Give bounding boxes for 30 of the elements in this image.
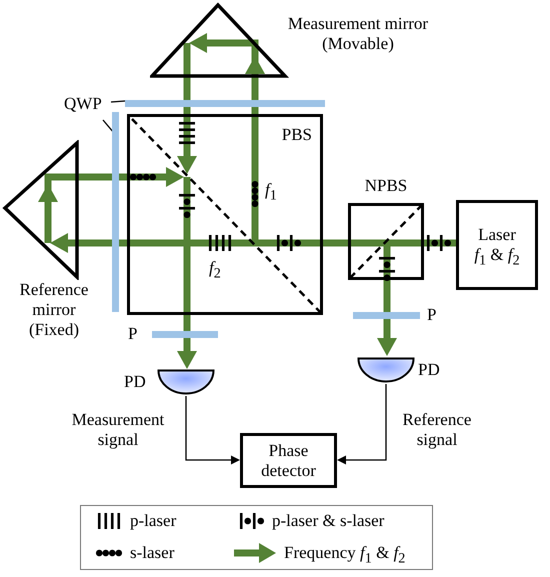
detector-box	[240, 433, 337, 488]
signal-arrow	[185, 396, 240, 464]
beam-arrow	[377, 319, 397, 356]
component-label: NPBS	[364, 176, 408, 196]
signal-arrow	[337, 384, 387, 464]
component-label: Measurement mirror (Movable)	[286, 14, 430, 54]
beam-arrow	[177, 338, 197, 369]
edge-label: Reference signal	[402, 410, 472, 450]
beam-arrow	[50, 233, 323, 253]
component-label: PD	[418, 360, 440, 380]
component-label: P	[128, 324, 138, 344]
component-label: QWP	[64, 94, 102, 114]
beam-arrow	[177, 43, 197, 174]
edge-label: Measurement signal	[70, 410, 166, 450]
component-label: PBS	[282, 125, 312, 145]
beam-label: f$_{2}$	[209, 258, 221, 284]
component-label: Reference mirror (Fixed)	[18, 280, 90, 340]
leader-line	[102, 120, 114, 134]
legend-label: Frequency f$_{1}$ & f$_{2}$	[284, 543, 406, 568]
box-label: Laser f$_{1}$ & f$_{2}$	[473, 225, 521, 270]
component-label: P	[427, 305, 436, 325]
legend-label: p-laser	[130, 511, 176, 531]
beam-label: f$_{1}$	[265, 180, 277, 206]
legend-label: s-laser	[130, 543, 174, 563]
box-label: Phase detector	[260, 441, 317, 481]
beam-arrow	[38, 167, 184, 243]
component-label: PD	[124, 372, 146, 392]
legend-label: p-laser & s-laser	[272, 511, 384, 531]
laser-box	[456, 200, 538, 290]
leader-line	[110, 100, 126, 103]
